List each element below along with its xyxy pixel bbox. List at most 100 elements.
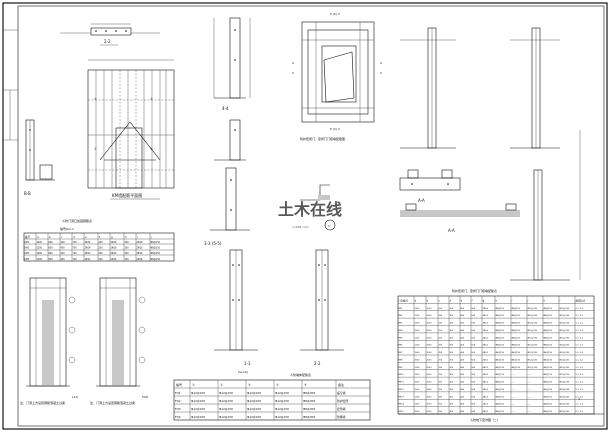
table-right-cell: 2Φ14 — [482, 389, 488, 391]
table-right-cell: 500 — [471, 330, 476, 332]
table-middle-cell: Φ12@150 — [275, 399, 289, 403]
table-right-cell: Φ8@150 — [495, 315, 504, 317]
table-middle-cell: Φ12@150 — [247, 415, 261, 419]
table-right-cell: 300 — [449, 396, 454, 398]
table-right-cell: 1200 — [414, 396, 420, 398]
table-right-cell: 250 — [438, 352, 443, 354]
table-right-header: j — [527, 299, 529, 302]
table-right-cell: 2000 — [426, 411, 432, 413]
lintel-elevation-a: L1Q 注：门洞上方设置钢筋混凝土过梁 — [20, 277, 79, 405]
table-right-cell: 500 — [471, 345, 476, 347]
table-right-cell: 400 — [460, 323, 465, 325]
table-right-cell: 2000 — [426, 330, 432, 332]
table-middle-cell: Φ12@150 — [275, 391, 289, 395]
table-right-cell: 250 — [438, 396, 443, 398]
table-right-cell: 1200 — [414, 367, 420, 369]
table-right-cell: —— — [527, 396, 531, 398]
table-left-cell: 1200 — [37, 247, 43, 250]
table-right-cell: 300 — [449, 359, 454, 361]
table-right-cell: 2Φ14 — [482, 404, 488, 406]
table-right-cell: 300 — [449, 308, 454, 310]
table-right-cell: Φ8@150 — [543, 323, 552, 325]
table-right-cell: 2000 — [426, 382, 432, 384]
axis-a-left: A — [292, 61, 295, 65]
section-3-3: 3-3 (5-5) — [204, 167, 250, 246]
table-right-cell: —— — [527, 404, 531, 406]
label-b-b: B-B — [24, 191, 31, 196]
table-middle-header: ③ — [248, 383, 251, 387]
table-middle-cell: Φ12@150 — [247, 391, 261, 395]
table-left-cell: 2Φ14 — [85, 252, 92, 255]
table-right-cell: 1-1, 2-2 — [575, 359, 584, 361]
table-right-cell: 1200 — [414, 404, 420, 406]
table-right-cell: 2000 — [426, 374, 432, 376]
table-right-cell: FM11 — [398, 382, 404, 384]
table-middle-header: ④ — [276, 383, 279, 387]
table-left-header: d — [73, 235, 75, 239]
table-middle-cell: Φ12@150 — [191, 391, 205, 395]
table-right-cell: 400 — [460, 411, 465, 413]
table-right-cell: 1-1, 2-2 — [575, 315, 584, 317]
table-middle-cell: FQ4 — [175, 415, 181, 419]
table-right-cell: 400 — [460, 345, 465, 347]
table-left-cell: 700 — [73, 241, 78, 244]
table-right-cell: 2000 — [426, 359, 432, 361]
table-middle-cell: Φ12@150 — [191, 407, 205, 411]
table-right-cell: Φ10@150 — [559, 352, 570, 354]
table-right-cell: Φ8@150 — [495, 396, 504, 398]
table-left-cell: 2Φ16 — [137, 247, 144, 250]
table-right-cell: 400 — [460, 374, 465, 376]
table-left-cell: 2Φ16 — [137, 258, 144, 261]
table-right-cell: 400 — [460, 315, 465, 317]
table-right-cell: 250 — [438, 345, 443, 347]
table-left-header: b — [49, 235, 51, 239]
table-right-cell: Φ10@150 — [559, 411, 570, 413]
table-middle-cell: Φ8@300 — [303, 407, 315, 411]
table-right-cell: 500 — [471, 367, 476, 369]
label-4-4: 4-4 — [222, 106, 229, 111]
table-right-cell: 1-1, 2-2 — [575, 382, 584, 384]
table-right-cell: Φ12@150 — [527, 315, 538, 317]
table-right-cell: 2000 — [426, 396, 432, 398]
table-right-cell: 2000 — [426, 367, 432, 369]
table-right-cell: Φ8@150 — [511, 352, 520, 354]
binding-strip — [3, 29, 18, 141]
section-2-2-top: 2-2 — [60, 23, 160, 46]
table-middle-header: 备注 — [338, 382, 344, 387]
table-right-cell: Φ12@150 — [527, 337, 538, 339]
sheet-inner-border — [17, 5, 605, 427]
table-right-cell: 500 — [471, 315, 476, 317]
table-left-header: i — [137, 235, 138, 239]
table-right-cell: Φ8@150 — [543, 374, 552, 376]
table-left-cell: 2Φ16 — [111, 258, 118, 261]
table-left-cell: KM4 — [25, 258, 30, 261]
table-right-cell: 400 — [460, 367, 465, 369]
table-right-cell: 1-1, 2-2 — [575, 367, 584, 369]
section-4-4: 4-4 — [214, 106, 246, 161]
table-left-cell: 2Φ16 — [111, 247, 118, 250]
table-right-cell: 250 — [438, 389, 443, 391]
table-right-cell: 2Φ14 — [482, 345, 488, 347]
table-middle-cell: Φ8@300 — [303, 399, 315, 403]
table-right-cell: FM2 — [398, 315, 403, 317]
table-right-cell: Φ8@150 — [511, 323, 520, 325]
table-right-cell: Φ10@150 — [559, 374, 570, 376]
table-right-cell: Φ8@150 — [543, 367, 552, 369]
table-right-cell: Φ10@150 — [559, 389, 570, 391]
right-section-columns — [400, 27, 581, 281]
table-right-cell: Φ8@150 — [511, 308, 520, 310]
table-right-cell: 1-1, 2-2 — [575, 374, 584, 376]
table-right-cell: 400 — [460, 396, 465, 398]
table-right-cell: —— — [527, 389, 531, 391]
table-left-cell: 600 — [49, 247, 54, 250]
section-top-center — [213, 17, 251, 99]
table-left-cell: Φ8@150 — [151, 252, 161, 255]
table-right-cell: 500 — [471, 404, 476, 406]
table-right-cell: Φ10@150 — [559, 323, 570, 325]
table-right-cell: 1-1, 2-2 — [575, 389, 584, 391]
table-middle-cell: 临空墙 — [337, 391, 346, 395]
door-frame-elevation: P (C) C A C A C P (C) C 防护密闭门、密闭门门框墙配筋图 — [292, 12, 383, 141]
table-left-header: g — [111, 236, 113, 239]
